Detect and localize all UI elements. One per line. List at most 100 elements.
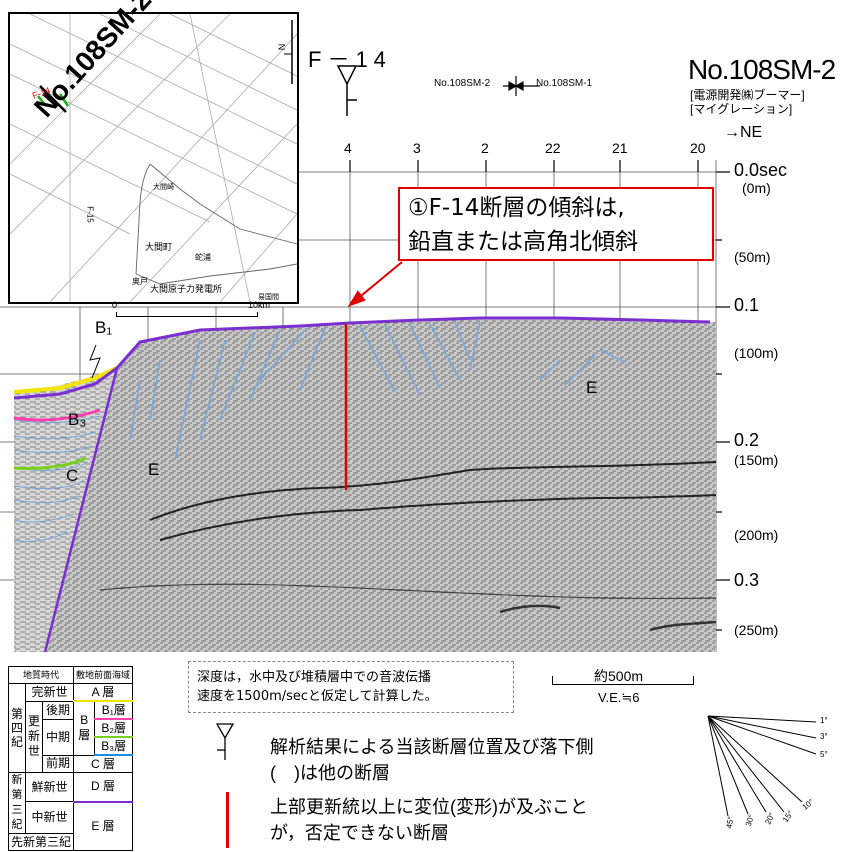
callout-box: ①F-14断層の傾斜は, 鉛直または高角北傾斜 (398, 187, 714, 261)
time-label: 0.2 (734, 430, 760, 450)
strat-holocene: 完新世 (25, 683, 75, 702)
strat-b-label: B (80, 713, 89, 728)
legend-red-text-2: が，否定できない断層 (270, 823, 449, 843)
legend-red-text-1: 上部更新統以上に変位(変形)が及ぶこと (270, 797, 588, 817)
callout-arrow (347, 261, 403, 307)
green-line (13, 456, 87, 470)
magenta-line (13, 408, 101, 422)
fault-purple (43, 367, 119, 653)
crossing-label: 3 (413, 140, 421, 156)
legend-marker-text-1: 解析結果による当該断層位置及び落下側 (270, 737, 594, 757)
place-label: 大間崎 (153, 184, 174, 191)
profile-subtitle-1: [電源開発㈱ブーマー] (690, 88, 805, 102)
crossing-label: 22 (545, 140, 561, 156)
unit-label-b3: B₃ (68, 410, 87, 429)
seismic-body (45, 318, 716, 652)
direction-label: →NE (724, 124, 763, 141)
seismic-profile (0, 65, 730, 653)
crossing-ticks (349, 160, 699, 172)
strat-quaternary: 第四紀 (7, 683, 27, 773)
strat-a: A 層 (73, 683, 134, 702)
dip-label: 1° (820, 716, 828, 725)
strat-b2: B₂層 (94, 718, 134, 738)
callout-line-2: 鉛直または高角北傾斜 (408, 229, 638, 255)
blue-reflectors-e (129, 321, 626, 461)
unit-label-c: C (66, 466, 79, 485)
strat-pliocene: 鮮新世 (25, 772, 75, 802)
scale-length-label: 約500m (594, 668, 644, 684)
depth-label: (200m) (734, 527, 779, 543)
crossing-label: 21 (612, 140, 628, 156)
dip-angle-fan (707, 715, 817, 817)
depth-label: (0m) (742, 180, 771, 196)
f14-marker-label: F－14 (308, 47, 392, 72)
strat-e: E 層 (73, 801, 134, 851)
strat-late: 後期 (42, 700, 75, 720)
inset-fault15-label: F-15 (85, 206, 95, 223)
basin-layers (13, 415, 101, 543)
strat-miocene: 中新世 (25, 801, 75, 834)
legend-fault-marker-symbol (215, 723, 235, 760)
depth-note: 深度は，水中及び堆積層中での音波伝播 速度を1500m/secと仮定して計算した… (188, 661, 514, 713)
time-axis-ticks (716, 171, 730, 631)
inset-scale-label: 10km (248, 300, 271, 310)
b1-yellow-line (13, 366, 118, 394)
crossing-label: 4 (344, 140, 352, 156)
legend-marker-text-2: ( )は他の断層 (270, 763, 390, 783)
strat-d: D 層 (73, 772, 134, 803)
strat-b1: B₁層 (94, 700, 134, 720)
depth-label: (250m) (734, 622, 779, 638)
seafloor-purple (13, 316, 711, 400)
crossing-label: 2 (481, 140, 489, 156)
time-label: 0.1 (734, 295, 760, 315)
strat-c: C 層 (73, 754, 134, 773)
place-label: 奥戸 (132, 277, 148, 286)
strat-early: 前期 (42, 754, 75, 773)
depth-label: (150m) (734, 452, 779, 468)
seismic-reflectors (99, 461, 717, 632)
f14-marker-symbol (336, 65, 358, 116)
profile-subtitle-2: [マイグレーション] (690, 102, 793, 116)
inset-map: No.108SM-2 F-14 F-15 N 大間崎 大間町 奥戸 大間原子力発… (8, 0, 299, 304)
crossing-label: 20 (690, 140, 706, 156)
ve-label: V.E.≒6 (598, 690, 640, 705)
inset-scale-bar (116, 312, 258, 317)
place-label: 大間町 (145, 242, 173, 252)
unit-label-e: E (148, 460, 160, 479)
unit-label-b1: B₁ (95, 318, 113, 337)
place-label: 蛇浦 (195, 253, 211, 262)
unit-label-e: E (586, 378, 598, 397)
strat-pleistocene: 更新世 (25, 700, 44, 773)
legend-red-line (226, 792, 229, 848)
tie-marker-symbol (503, 76, 540, 96)
scale-bar (552, 676, 694, 685)
time-label: 0.3 (734, 570, 760, 590)
time-label: 0.0sec (734, 160, 788, 180)
strat-header-age: 地質時代 (7, 666, 75, 684)
tie-left-label: No.108SM-2 (434, 78, 491, 89)
depth-label: (50m) (734, 249, 771, 265)
profile-title: No.108SM-2 (688, 54, 836, 85)
inset-north-label: N (276, 43, 287, 51)
dip-label: 3° (820, 732, 828, 741)
depth-label: (100m) (734, 345, 779, 361)
depth-note-line-1: 深度は，水中及び堆積層中での音波伝播 (197, 670, 432, 685)
inset-map-lines (9, 13, 298, 303)
strat-pre: 先新第三紀 (7, 833, 75, 851)
strat-neogene: 新第三紀 (7, 772, 27, 834)
place-label: 大間原子力発電所 (150, 284, 223, 294)
strat-header-area: 敷地前面海域 (73, 666, 134, 684)
callout-line-1: ①F-14断層の傾斜は, (408, 195, 625, 221)
dip-label: 5° (820, 750, 828, 759)
b1-fault-symbol (89, 344, 101, 379)
place-label: 易国間 (258, 294, 279, 301)
tie-right-label: No.108SM-1 (536, 78, 593, 89)
strat-quaternary-label: 第四紀 (11, 707, 24, 749)
depth-note-line-2: 速度を1500m/secと仮定して計算した。 (197, 689, 438, 704)
strat-b-layer: 層 (78, 728, 91, 743)
strat-middle: 中期 (42, 718, 75, 756)
inset-scale-label: 0 (112, 300, 118, 310)
strat-b3: B₃層 (94, 736, 134, 756)
